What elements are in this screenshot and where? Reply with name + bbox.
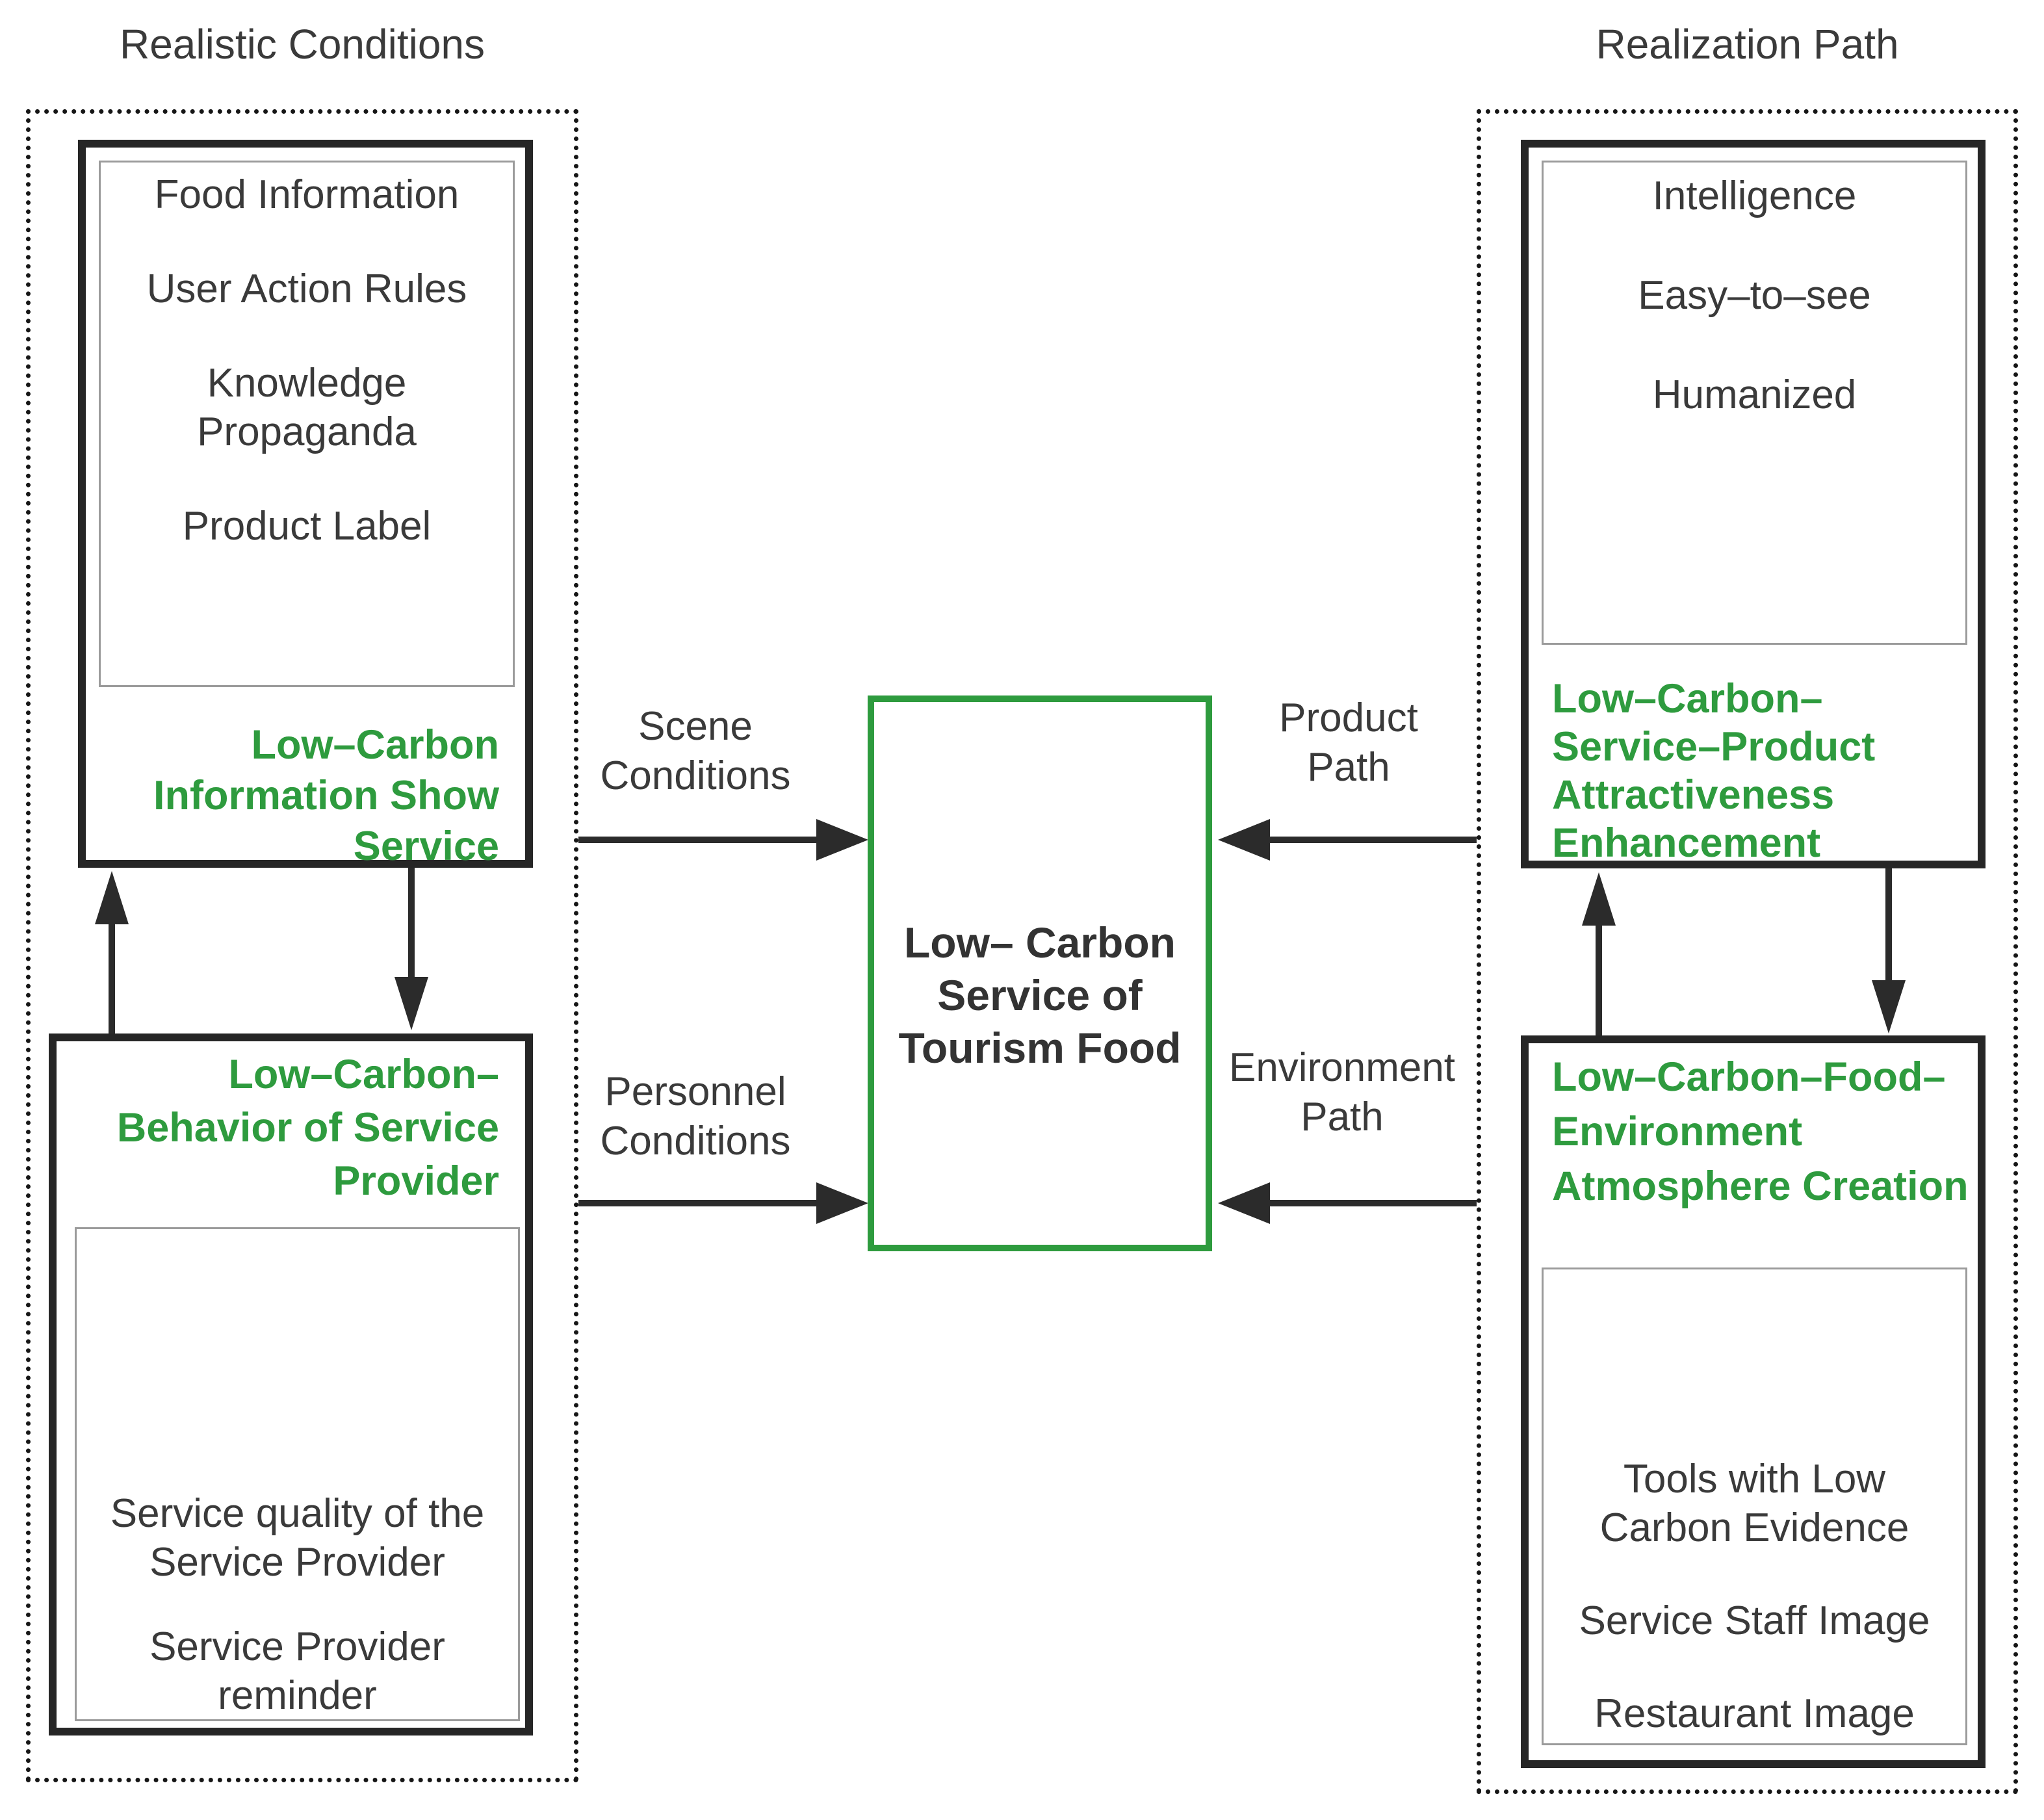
environment-arrow-line [1269, 1200, 1477, 1206]
list-item: Service quality of the Service Provider [110, 1491, 485, 1585]
attractiveness-items-box: Intelligence Easy–to–see Humanized [1542, 161, 1967, 645]
atmosphere-items-box: Tools with Low Carbon Evidence Service S… [1542, 1268, 1967, 1745]
arrow-up-icon [1582, 872, 1616, 926]
environment-atmosphere-label: Low–Carbon–Food– Environment Atmosphere … [1552, 1054, 1969, 1209]
scene-conditions-label: Scene Conditions [600, 704, 791, 798]
left-column-title: Realistic Conditions [119, 21, 485, 68]
arrow-up-line [109, 918, 115, 1034]
arrow-down-line [1885, 868, 1892, 980]
product-attractiveness-box: Intelligence Easy–to–see Humanized Low–C… [1521, 140, 1986, 868]
product-attractiveness-label: Low–Carbon– Service–Product Attractivene… [1552, 676, 1876, 866]
product-arrow-left-icon [1218, 819, 1270, 861]
realization-path-region [1477, 109, 2018, 1794]
personnel-arrow-line [578, 1200, 820, 1206]
service-provider-items-box: Service quality of the Service Provider … [75, 1227, 520, 1721]
scene-arrow-right-icon [816, 819, 868, 861]
environment-arrow-left-icon [1218, 1182, 1270, 1224]
list-item: Tools with Low Carbon Evidence [1599, 1457, 1909, 1550]
environment-path-label: Environment Path [1228, 1045, 1456, 1139]
personnel-arrow-right-icon [816, 1182, 868, 1224]
list-item: Service Provider reminder [149, 1624, 445, 1718]
product-arrow-line [1269, 837, 1477, 843]
scene-arrow-line [578, 837, 820, 843]
list-item: Product Label [182, 504, 432, 549]
arrow-down-icon [395, 977, 428, 1030]
environment-atmosphere-box: Low–Carbon–Food– Environment Atmosphere … [1521, 1035, 1986, 1768]
behavior-of-service-provider-label: Low–Carbon– Behavior of Service Provider [116, 1052, 499, 1204]
information-show-service-box: Food Information User Action Rules Knowl… [78, 140, 533, 869]
information-show-service-label: Low–Carbon Information Show Service [153, 722, 499, 869]
list-item: Restaurant Image [1594, 1691, 1915, 1736]
list-item: Intelligence [1652, 174, 1857, 218]
list-item: Knowledge Propaganda [197, 361, 417, 454]
list-item: Food Information [154, 172, 459, 217]
arrow-up-icon [95, 871, 129, 924]
list-item: Service Staff Image [1579, 1598, 1930, 1643]
list-item: Humanized [1652, 372, 1857, 417]
arrow-down-icon [1872, 980, 1906, 1034]
personnel-conditions-label: Personnel Conditions [600, 1069, 791, 1164]
center-box-label: Low– Carbon Service of Tourism Food [898, 918, 1182, 1072]
arrow-up-line [1596, 919, 1602, 1035]
information-show-items-box: Food Information User Action Rules Knowl… [99, 161, 515, 687]
arrow-down-line [408, 868, 415, 980]
realistic-conditions-region [26, 109, 578, 1782]
product-path-label: Product Path [1279, 696, 1418, 790]
behavior-of-service-provider-box: Low–Carbon– Behavior of Service Provider… [49, 1034, 533, 1736]
list-item: Easy–to–see [1638, 273, 1871, 318]
right-column-title: Realization Path [1596, 21, 1899, 68]
list-item: User Action Rules [146, 266, 467, 311]
low-carbon-service-of-tourism-food-box: Low– Carbon Service of Tourism Food [868, 696, 1212, 1251]
